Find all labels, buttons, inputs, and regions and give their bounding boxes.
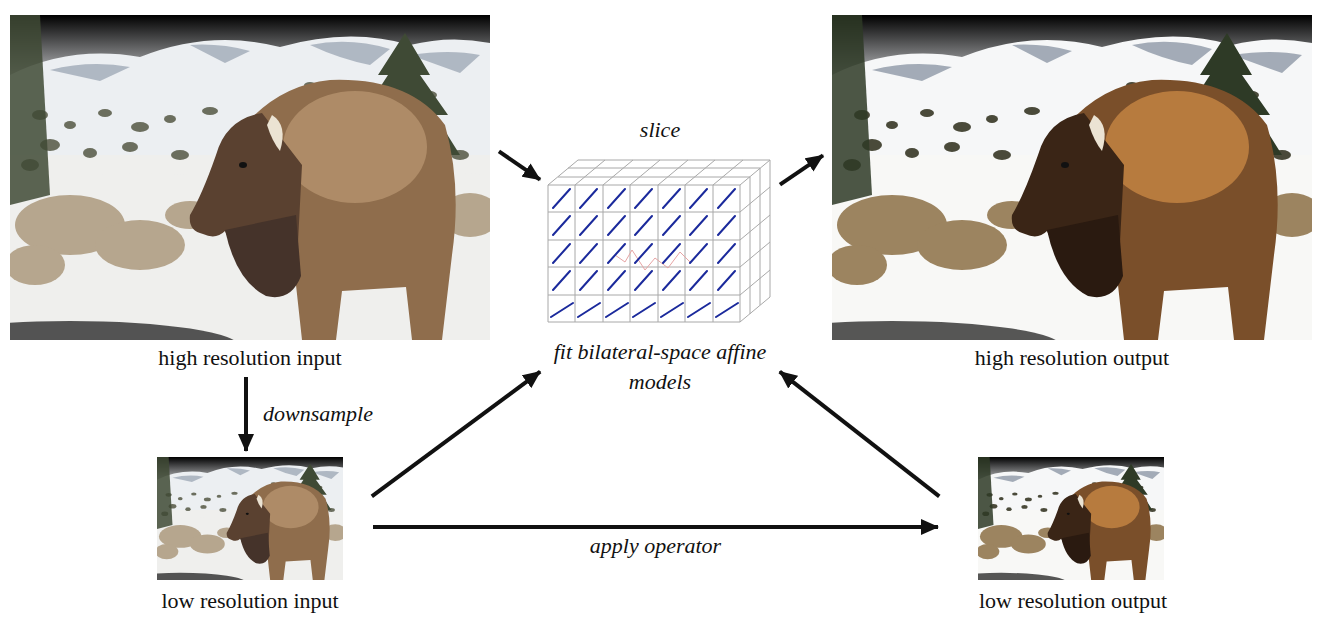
image-caption: low resolution input [133, 588, 367, 614]
image-caption: high resolution output [828, 345, 1316, 371]
arrow-connector [373, 525, 938, 529]
arrow-connector [499, 151, 540, 179]
image-caption: high resolution input [6, 345, 494, 371]
affine-lines [551, 189, 738, 317]
photo-input [0, 15, 500, 373]
operation-label: slice [545, 115, 775, 145]
photo-output-small [935, 457, 1168, 592]
arrow-connector [780, 372, 940, 497]
image-caption: low resolution output [944, 588, 1202, 614]
grid-face [548, 185, 740, 322]
photo-input-small [114, 457, 347, 592]
step-caption: fit bilateral-space affine models [545, 337, 775, 397]
image-node: high resolution output [828, 15, 1316, 371]
image-node: high resolution input [6, 15, 494, 371]
image-node: low resolution output [944, 457, 1202, 614]
arrow-connector [244, 377, 248, 451]
edge-label: apply operator [587, 533, 724, 559]
arrow-connector [780, 155, 823, 184]
photo-output [722, 15, 1322, 373]
image-node: low resolution input [133, 457, 367, 614]
arrow-connector [372, 372, 540, 497]
bilateral-grid [548, 160, 770, 322]
grid-lines [548, 160, 770, 322]
grid-node: slice fit bilateral-space affine models [545, 115, 775, 397]
grid-scribble [615, 250, 690, 270]
edge-label: downsample [260, 401, 376, 427]
